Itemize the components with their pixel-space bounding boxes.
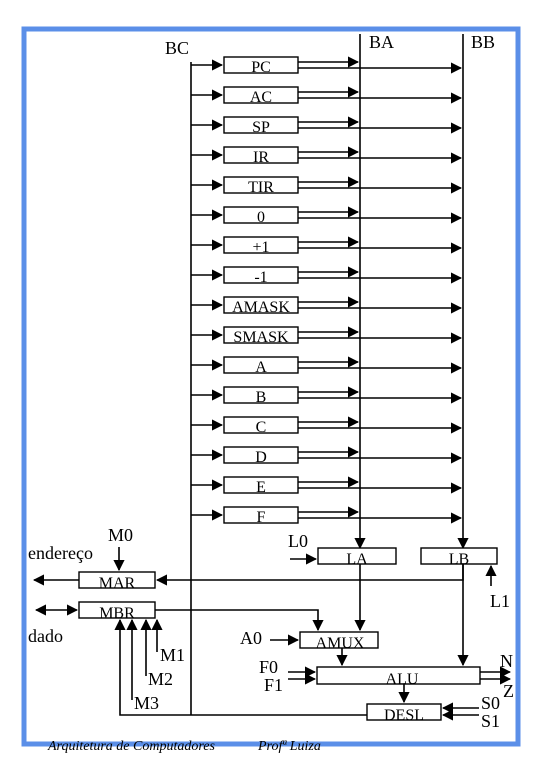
port-endereco: endereço	[28, 543, 93, 563]
register-label-d: D	[255, 449, 267, 466]
register-1	[223, 236, 299, 254]
latch-la	[317, 547, 397, 565]
mar-label: MAR	[99, 575, 136, 592]
register-b	[223, 386, 299, 404]
signal-m0-label: M0	[108, 525, 133, 545]
register-ir	[223, 146, 299, 164]
register-label-f: F	[257, 509, 266, 526]
register-label-tir: TIR	[248, 179, 274, 196]
register-label-c: C	[256, 419, 267, 436]
shifter-to-mbr-line	[114, 618, 367, 716]
latch-lb-label: LB	[449, 551, 469, 568]
register-tir	[223, 176, 299, 194]
register-label-1: +1	[252, 239, 269, 256]
signal-f0-label: F0	[259, 657, 278, 677]
register-1	[223, 266, 299, 284]
mbr-label: MBR	[99, 605, 135, 622]
signal-s1-label: S1	[481, 711, 500, 731]
signal-s0-label: S0	[481, 693, 500, 713]
flag-z-label: Z	[503, 681, 514, 701]
slide-frame	[21, 26, 521, 747]
register-a	[223, 356, 299, 374]
register-label-0: 0	[257, 209, 265, 226]
bus-bb-label: BB	[471, 32, 495, 52]
signal-l1-label: L1	[490, 591, 510, 611]
register-label-ir: IR	[253, 149, 269, 166]
register-amask	[223, 296, 299, 314]
register-label-a: A	[255, 359, 267, 376]
register-smask	[223, 326, 299, 344]
amux-label: AMUX	[316, 635, 365, 652]
latch-lb	[420, 547, 498, 565]
footer-course: Arquitetura de Computadores	[47, 739, 216, 754]
register-e	[223, 476, 299, 494]
register-label-b: B	[256, 389, 267, 406]
register-c	[223, 416, 299, 434]
register-f	[223, 506, 299, 524]
signal-m3-label: M3	[134, 693, 159, 713]
flag-n-label: N	[500, 651, 513, 671]
register-label-smask: SMASK	[233, 329, 289, 346]
bus-lines	[190, 34, 469, 715]
register-label-ac: AC	[250, 89, 272, 106]
signal-l0-label: L0	[288, 531, 308, 551]
lb-to-mar-line	[155, 564, 464, 586]
latch-la-label: LA	[346, 551, 368, 568]
mbr-to-amux-line	[155, 609, 324, 632]
register-label-pc: PC	[251, 59, 271, 76]
register-label-1: -1	[254, 269, 267, 286]
signal-f1-label: F1	[264, 675, 283, 695]
register-label-amask: AMASK	[232, 299, 290, 316]
register-sp	[223, 116, 299, 134]
register-pc	[223, 56, 299, 74]
footer-author: Profª Luiza	[257, 739, 321, 754]
register-d	[223, 446, 299, 464]
desl-box	[366, 703, 442, 721]
register-label-e: E	[256, 479, 266, 496]
desl-label: DESL	[384, 707, 424, 724]
bus-bc-label: BC	[165, 38, 189, 58]
signal-a0-label: A0	[240, 628, 262, 648]
amux-box	[299, 631, 379, 649]
signal-m2-label: M2	[148, 669, 173, 689]
alu-box	[316, 666, 481, 685]
register-label-sp: SP	[252, 119, 270, 136]
signal-m1-label: M1	[160, 645, 185, 665]
alu-label: ALU	[386, 671, 419, 688]
register-ac	[223, 86, 299, 104]
port-dado: dado	[28, 626, 63, 646]
bus-ba-label: BA	[369, 32, 394, 52]
register-0	[223, 206, 299, 224]
